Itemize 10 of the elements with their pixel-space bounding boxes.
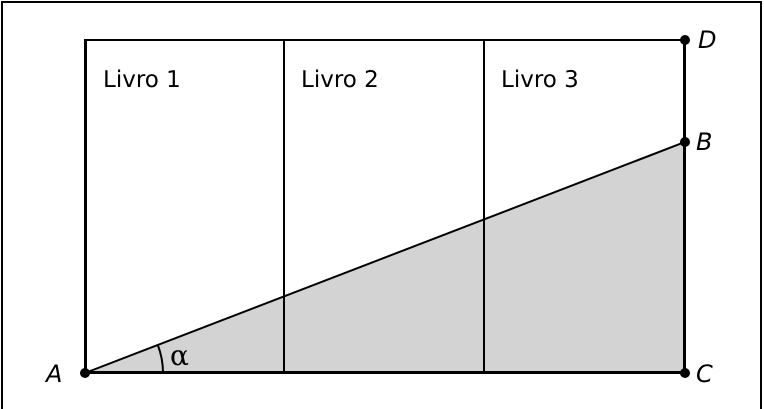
angle-label: α xyxy=(170,342,189,370)
point-label: C xyxy=(696,362,713,386)
book-box xyxy=(85,39,285,373)
point-label: A xyxy=(46,362,62,386)
book-label: Livro 1 xyxy=(103,67,181,93)
book-label: Livro 3 xyxy=(501,67,579,93)
book-label: Livro 2 xyxy=(301,67,379,93)
point-label: D xyxy=(698,28,716,52)
book-box xyxy=(285,39,485,373)
point-label: B xyxy=(696,130,712,154)
